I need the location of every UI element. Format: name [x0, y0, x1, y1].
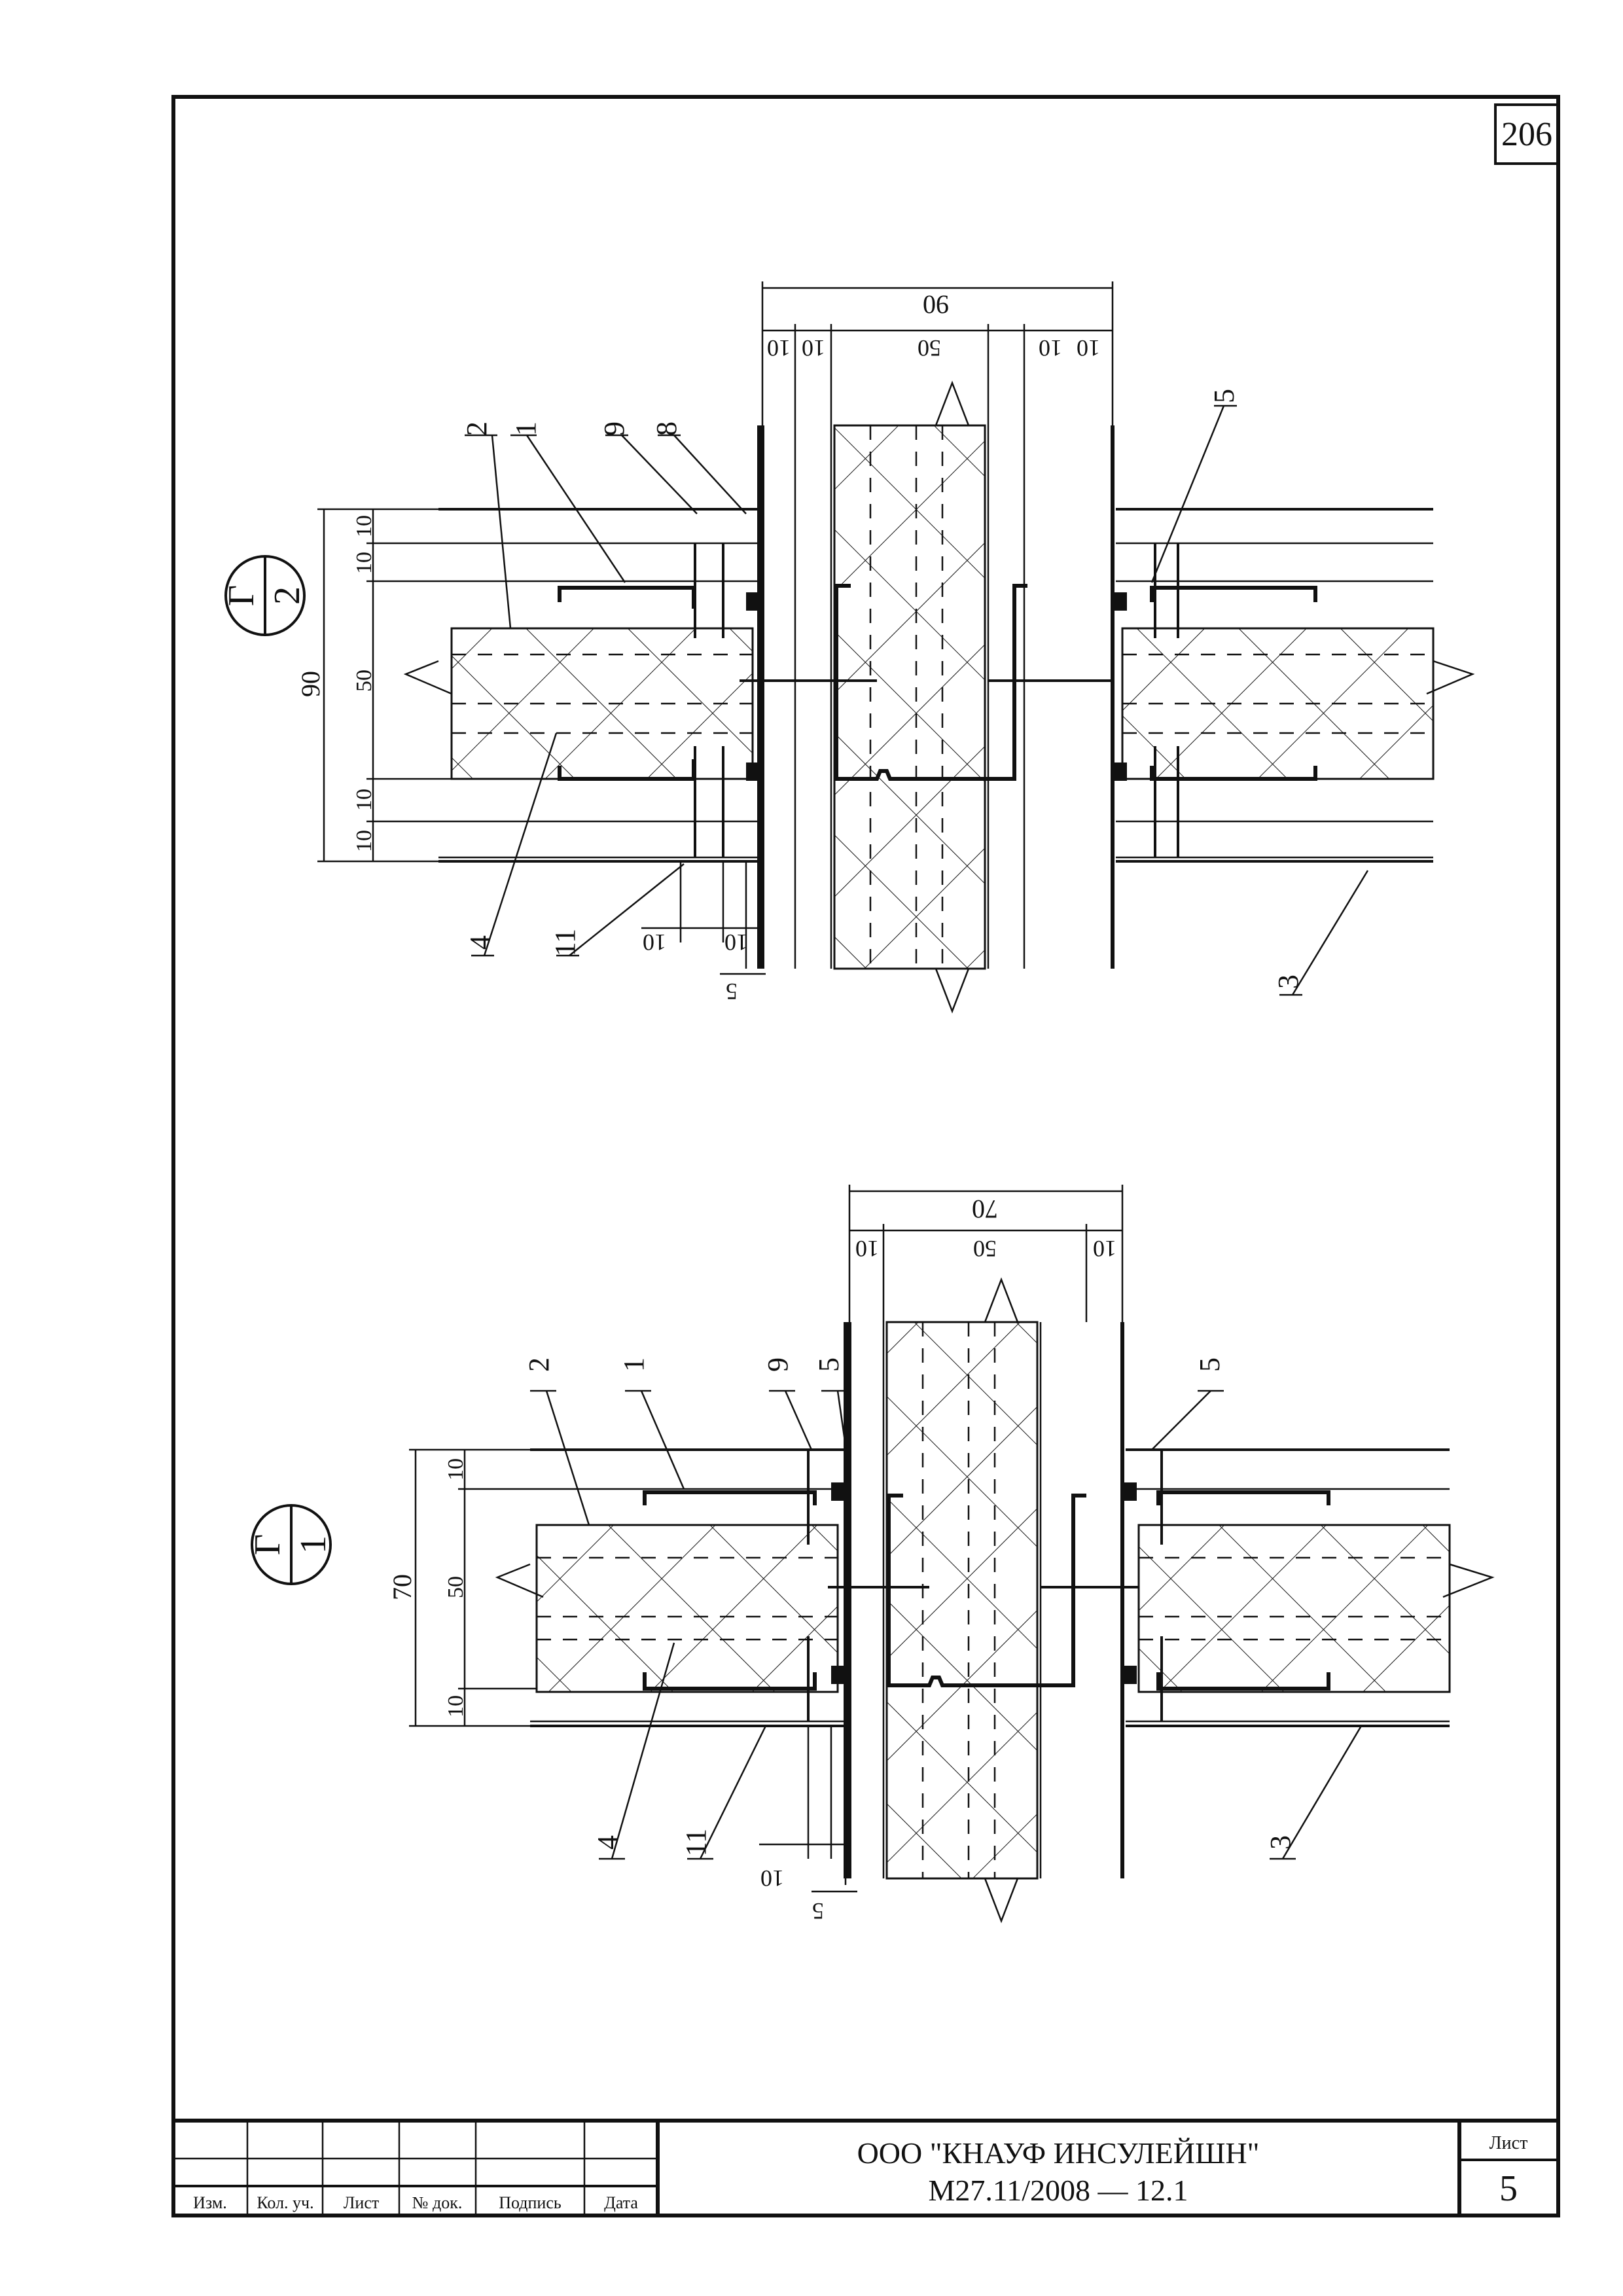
dim-left-g2-4: 10	[352, 789, 376, 811]
top-dimensions-g1: 70 10 50 10	[848, 1185, 1124, 1322]
dim-left-g1-1: 10	[444, 1458, 468, 1480]
title-header-signature: Подпись	[499, 2193, 562, 2212]
callout-g2-1: 1	[510, 422, 542, 436]
dim-bottom-g1-2: 5	[812, 1898, 824, 1924]
dim-top-g2-4: 10	[1039, 335, 1062, 361]
marker-letter-g2: Г	[221, 585, 262, 606]
sheet-value: 5	[1499, 2168, 1518, 2209]
callout-g2-9: 9	[598, 422, 630, 436]
callout-g1-9: 9	[762, 1357, 794, 1372]
callout-g2-11: 11	[549, 929, 581, 956]
center-wall-g2	[740, 380, 1115, 1014]
dim-top-g2-5: 10	[1077, 335, 1100, 361]
top-dimensions-g2: 90 10 10 50 10 10	[761, 281, 1114, 425]
dim-total-top-g2: 90	[923, 290, 949, 319]
title-block: Изм. Кол. уч. Лист № док. Подпись Дата О…	[173, 2119, 1558, 2215]
dim-bottom-g2-2: 10	[724, 929, 748, 956]
left-wall-g1	[495, 1322, 847, 1878]
callout-g2-5: 5	[1208, 389, 1240, 403]
callout-g1-3: 3	[1264, 1835, 1296, 1850]
dim-bottom-g1-1: 10	[760, 1865, 784, 1892]
detail-g2: Г 2 90 10 10 50 10 10	[221, 281, 1475, 1014]
detail-marker-g2: Г 2	[221, 555, 308, 636]
detail-marker-g1: Г 1	[247, 1504, 334, 1585]
callout-g1-5a: 5	[813, 1357, 845, 1372]
dim-left-g2-5: 10	[352, 830, 376, 852]
callout-g2-3: 3	[1272, 975, 1304, 989]
dim-top-g2-2: 10	[802, 335, 825, 361]
dim-total-top-g1: 70	[972, 1194, 998, 1224]
title-header-date: Дата	[604, 2193, 638, 2212]
bottom-dimensions-g2: 10 10 5	[641, 861, 766, 1005]
callouts-g2: 2 1 9 8 5 4 11 3	[461, 389, 1369, 996]
dim-top-g1-1: 10	[855, 1236, 879, 1262]
callout-g2-2: 2	[461, 422, 493, 436]
callout-g2-4: 4	[464, 935, 496, 950]
right-wall-g1	[1122, 1448, 1495, 1727]
dim-total-left-g2: 90	[296, 671, 325, 697]
dim-left-g1-3: 10	[444, 1695, 468, 1717]
dim-top-g2-3: 50	[918, 335, 941, 361]
dim-left-g2-1: 10	[352, 515, 376, 537]
callout-g1-4: 4	[592, 1835, 624, 1850]
callouts-g1: 2 1 9 5 5 4 11 3	[523, 1357, 1363, 1860]
right-wall-g2	[1113, 508, 1475, 863]
marker-number-g2: 2	[267, 586, 308, 605]
left-dimensions-g1: 70 10 50 10	[387, 1448, 537, 1727]
bottom-dimensions-g1: 10 5	[759, 1726, 857, 1924]
title-header-list: Лист	[344, 2193, 379, 2212]
left-wall-g2	[403, 425, 761, 969]
detail-g1: Г 1 70 10 50 10 70 10 50 10	[247, 1185, 1495, 1924]
callout-g1-5b: 5	[1194, 1357, 1226, 1372]
dim-bottom-g2-1: 10	[643, 929, 666, 956]
drawing-frame	[171, 95, 1560, 2217]
dim-total-left-g1: 70	[387, 1574, 417, 1600]
callout-g1-11: 11	[680, 1829, 712, 1856]
dim-bottom-g2-3: 5	[726, 978, 738, 1005]
callout-g2-8: 8	[651, 422, 683, 436]
company-name: ООО "КНАУФ ИНСУЛЕЙШН"	[857, 2136, 1260, 2170]
dim-left-g2-3: 50	[352, 670, 376, 692]
dim-top-g1-2: 50	[973, 1236, 997, 1262]
title-header-doc-no: № док.	[412, 2193, 463, 2212]
marker-letter-g1: Г	[247, 1534, 288, 1555]
callout-g1-1: 1	[618, 1357, 650, 1372]
sheet-number-top: 206	[1494, 103, 1560, 165]
dim-left-g2-2: 10	[352, 552, 376, 574]
dim-left-g1-2: 50	[444, 1576, 468, 1598]
left-dimensions-g2: 90 10 10 50 10 10	[296, 508, 452, 863]
center-wall-g1	[828, 1277, 1139, 1924]
sheet-label: Лист	[1489, 2133, 1528, 2153]
callout-g1-2: 2	[523, 1357, 555, 1372]
sheet-number-top-text: 206	[1501, 116, 1552, 153]
title-header-izm: Изм.	[193, 2193, 227, 2212]
document-code: М27.11/2008 — 12.1	[929, 2174, 1188, 2207]
marker-number-g1: 1	[293, 1535, 334, 1554]
dim-top-g1-3: 10	[1093, 1236, 1116, 1262]
dim-top-g2-1: 10	[767, 335, 791, 361]
title-header-kol-uch: Кол. уч.	[257, 2193, 313, 2212]
